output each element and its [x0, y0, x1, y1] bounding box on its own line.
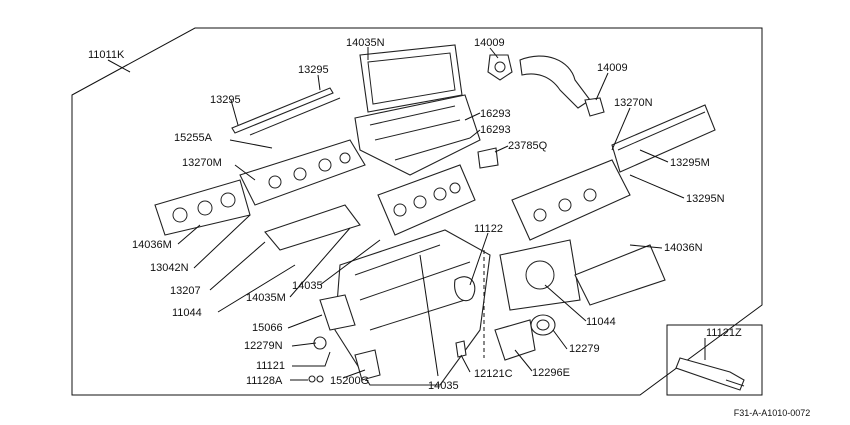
callout-12279n: 12279N: [244, 340, 283, 352]
valve-cover-strip-left2: [249, 97, 341, 136]
callout-13295m: 13295M: [670, 157, 710, 169]
callout-15255a: 15255A: [174, 132, 213, 144]
callout-12296e: 12296E: [532, 367, 570, 379]
callout-16293-a: 16293: [480, 108, 511, 120]
callout-14036n: 14036N: [664, 242, 703, 254]
callout-13295n: 13295N: [686, 193, 725, 205]
head-gasket-13207: [264, 204, 361, 251]
callout-16293-b: 16293: [480, 124, 511, 136]
callout-11121z: 11121Z: [706, 327, 742, 339]
intake-manifold-gasket: [377, 164, 476, 236]
callout-14009-b: 14009: [597, 62, 628, 74]
valve-cover-gasket-top: [359, 44, 463, 113]
callout-11044-a: 11044: [172, 307, 202, 319]
exhaust-manifold-gasket-left: [154, 179, 251, 236]
seal-retainer: [494, 319, 536, 361]
figure-code: F31-A-A1010-0072: [734, 408, 811, 418]
callout-13295-a: 13295: [298, 64, 329, 76]
callout-11011k: 11011K: [88, 49, 125, 61]
callout-11044-b: 11044: [586, 316, 616, 328]
callout-14035m: 14035M: [246, 292, 286, 304]
air-duct: [519, 55, 591, 109]
callout-13207: 13207: [170, 285, 201, 297]
callout-15066: 15066: [252, 322, 283, 334]
exhaust-manifold-gasket-right: [574, 244, 666, 306]
valve-stem-seal: [455, 340, 467, 358]
callout-13042n: 13042N: [150, 262, 189, 274]
throttle-gasket-14009a: [487, 54, 513, 81]
callout-12121c: 12121C: [474, 368, 513, 380]
callout-14035n: 14035N: [346, 37, 385, 49]
callout-13295-b: 13295: [210, 94, 241, 106]
sealant-tube: [675, 357, 745, 391]
callout-14035-a: 14035: [292, 280, 323, 292]
small-gasket-23785q: [477, 147, 499, 169]
left-head-gasket: [239, 139, 366, 206]
callout-14036m: 14036M: [132, 239, 172, 251]
strainer-gasket: [319, 294, 356, 331]
callout-13270n: 13270N: [614, 97, 653, 109]
callout-14035-b: 14035: [428, 380, 459, 392]
cam-seal-11122: [454, 276, 476, 302]
callout-14009-a: 14009: [474, 37, 505, 49]
callout-15200g: 15200G: [330, 375, 369, 387]
o-ring-11128a: [308, 375, 316, 383]
right-head-gasket: [511, 159, 631, 241]
valve-cover-gasket-right: [611, 104, 716, 173]
valve-cover-strip-left: [231, 87, 334, 134]
intake-plenum: [354, 94, 481, 176]
oil-pan-gasket: [499, 239, 581, 311]
callout-12279: 12279: [569, 343, 600, 355]
callout-11121: 11121: [256, 360, 285, 372]
kit-outline: [71, 27, 763, 396]
sealant-inset-box: [666, 324, 763, 396]
callout-23785q: 23785Q: [508, 140, 548, 152]
callout-11128a: 11128A: [246, 375, 283, 387]
throttle-gasket-14009b: [584, 97, 605, 117]
callout-11122: 11122: [474, 223, 503, 235]
rear-main-seal: [530, 314, 556, 336]
callout-13270m: 13270M: [182, 157, 222, 169]
